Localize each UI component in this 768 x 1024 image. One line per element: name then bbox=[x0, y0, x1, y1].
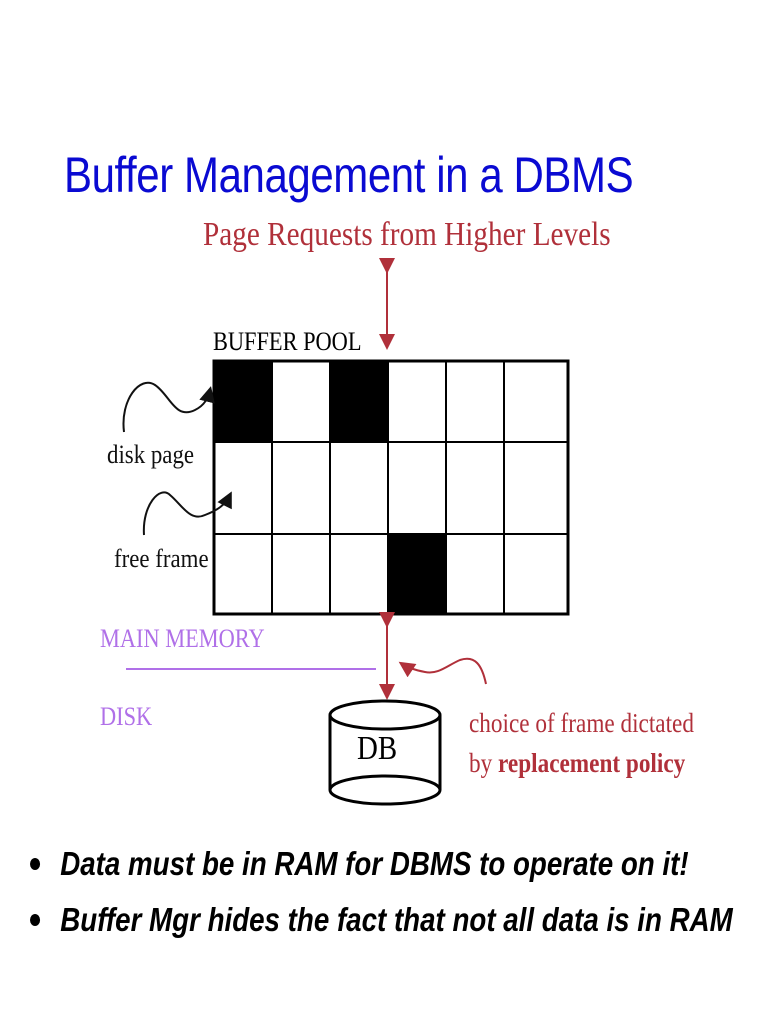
frame-occupied bbox=[213, 360, 273, 443]
bullet-dot-icon bbox=[30, 858, 41, 870]
frame-occupied bbox=[329, 360, 389, 443]
frame-free bbox=[387, 360, 447, 443]
bullet-item: Data must be in RAM for DBMS to operate … bbox=[30, 836, 733, 892]
frame-free bbox=[445, 533, 505, 615]
frame-free bbox=[329, 441, 389, 535]
disk-page-pointer-arrow bbox=[122, 381, 215, 433]
choice-line-1: choice of frame dictated bbox=[469, 708, 694, 738]
frame-free bbox=[271, 441, 331, 535]
frame-free bbox=[213, 441, 273, 535]
replacement-policy-note: choice of frame dictated by replacement … bbox=[469, 703, 694, 783]
main-memory-label: MAIN MEMORY bbox=[100, 624, 265, 653]
frame-free bbox=[445, 360, 505, 443]
frame-free bbox=[271, 360, 331, 443]
free-frame-label: free frame bbox=[114, 544, 209, 573]
bullet-item: Buffer Mgr hides the fact that not all d… bbox=[30, 892, 733, 948]
page-requests-label: Page Requests from Higher Levels bbox=[203, 216, 611, 253]
free-frame-pointer-arrow bbox=[142, 491, 232, 536]
choice-line-2: by replacement policy bbox=[469, 748, 686, 778]
bullet-list: Data must be in RAM for DBMS to operate … bbox=[30, 836, 768, 948]
frame-free bbox=[387, 441, 447, 535]
buffer-pool-grid bbox=[213, 360, 569, 615]
database-cylinder-icon bbox=[328, 699, 442, 806]
db-label: DB bbox=[357, 730, 398, 767]
bullet-dot-icon bbox=[30, 914, 41, 926]
frame-free bbox=[329, 533, 389, 615]
frame-free bbox=[503, 441, 569, 535]
frame-free bbox=[503, 360, 569, 443]
frame-free bbox=[503, 533, 569, 615]
frame-occupied bbox=[387, 533, 447, 615]
buffer-pool-label: BUFFER POOL bbox=[213, 327, 362, 356]
slide-title: Buffer Management in a DBMS bbox=[64, 147, 634, 203]
disk-page-label: disk page bbox=[107, 440, 195, 469]
replacement-policy-text: replacement policy bbox=[498, 748, 686, 778]
frame-free bbox=[213, 533, 273, 615]
disk-label: DISK bbox=[100, 702, 153, 731]
frame-free bbox=[445, 441, 505, 535]
replacement-policy-arrow bbox=[398, 657, 487, 685]
frame-free bbox=[271, 533, 331, 615]
